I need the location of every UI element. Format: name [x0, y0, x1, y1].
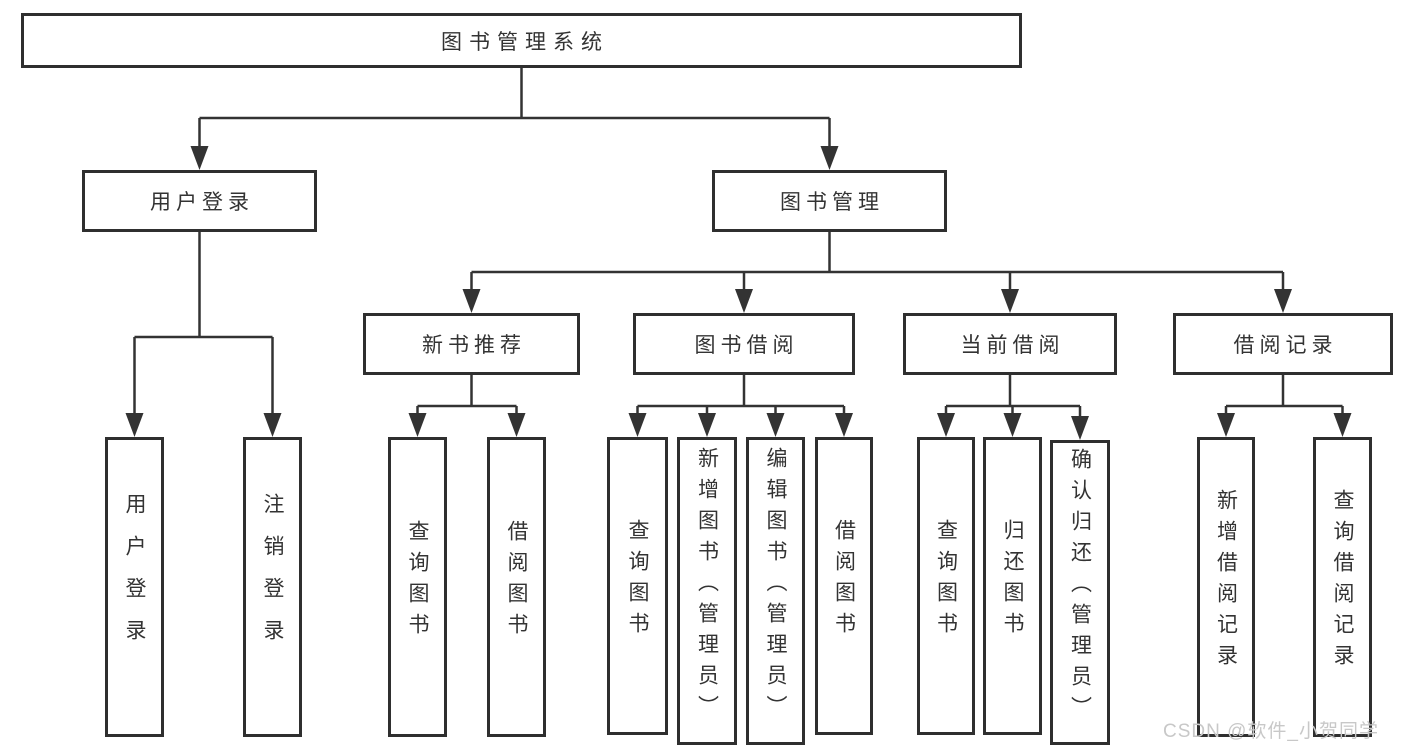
leaf-return-book: 归还图书 [983, 437, 1042, 735]
node-book-borrow: 图书借阅 [633, 313, 855, 375]
leaf-user-login: 用户登录 [105, 437, 164, 737]
leaf-add-borrow-record: 新增借阅记录 [1197, 437, 1255, 737]
leaf-edit-book-admin: 编辑图书（管理员） [746, 437, 805, 745]
node-book-management: 图书管理 [712, 170, 947, 232]
node-current-borrow-label: 当前借阅 [960, 334, 1065, 357]
leaf-query-book-current: 查询图书 [917, 437, 975, 735]
node-current-borrow: 当前借阅 [903, 313, 1117, 375]
leaf-borrow-book-borrow: 借阅图书 [815, 437, 873, 735]
watermark: CSDN @软件_小贺同学 [1163, 721, 1379, 742]
arrowheads [125, 146, 1352, 440]
node-book-borrow-label: 图书借阅 [694, 334, 799, 357]
leaf-borrow-book-recommend: 借阅图书 [487, 437, 546, 737]
node-new-book-recommend-label: 新书推荐 [422, 334, 526, 357]
node-borrow-record: 借阅记录 [1173, 313, 1393, 375]
leaf-query-book-borrow: 查询图书 [607, 437, 668, 735]
node-user-login: 用户登录 [82, 170, 317, 232]
node-user-login-label: 用户登录 [150, 191, 254, 214]
leaf-logout-login: 注销登录 [243, 437, 302, 737]
node-new-book-recommend: 新书推荐 [363, 313, 580, 375]
node-root-system: 图书管理系统 [21, 13, 1022, 68]
leaf-query-borrow-record: 查询借阅记录 [1313, 437, 1372, 737]
leaf-confirm-return-admin: 确认归还（管理员） [1050, 440, 1110, 745]
leaf-query-book-recommend: 查询图书 [388, 437, 447, 737]
node-root-label: 图书管理系统 [441, 30, 609, 54]
node-book-management-label: 图书管理 [780, 191, 884, 214]
leaf-add-book-admin: 新增图书（管理员） [677, 437, 737, 745]
node-borrow-record-label: 借阅记录 [1233, 334, 1338, 357]
